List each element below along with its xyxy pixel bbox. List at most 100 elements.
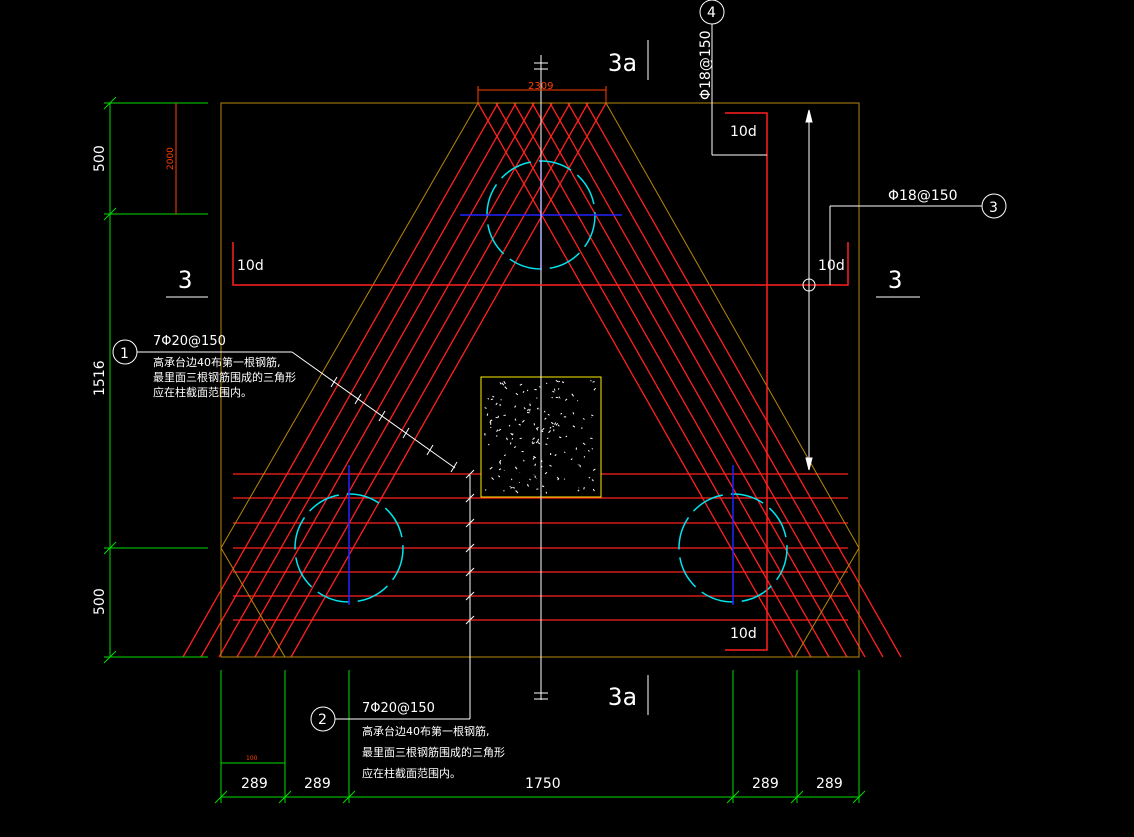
column-hatch-mark (531, 441, 534, 443)
callout-3-leader (829, 193, 1007, 285)
column-hatch-mark (484, 407, 487, 409)
column-hatch-mark (563, 478, 566, 480)
column-hatch-mark (545, 491, 548, 494)
column-hatch-mark (583, 456, 586, 458)
callout-2-tick (465, 543, 475, 553)
rebar-diagonal-right (531, 102, 848, 658)
anchor-10d-right: 10d (818, 258, 845, 274)
column-hatch-mark (529, 478, 531, 481)
column-hatch-mark (506, 437, 508, 441)
column-hatch-mark (570, 458, 573, 461)
column-hatch-mark (549, 426, 552, 429)
column-hatch-mark (593, 387, 596, 391)
column-hatch-mark (582, 417, 585, 420)
column-hatch-mark (572, 425, 576, 428)
column-hatch-mark (557, 424, 560, 427)
column-hatch-mark (588, 476, 591, 479)
column-hatch-mark (526, 484, 530, 487)
column-hatch-mark (550, 421, 554, 425)
column-hatch (484, 379, 596, 494)
column-hatch-mark (518, 423, 522, 426)
column-hatch-mark (549, 464, 552, 467)
column-hatch-mark (529, 403, 531, 407)
column-hatch-mark (558, 436, 562, 439)
column-hatch-mark (492, 395, 495, 398)
left-dimension-chain (103, 96, 208, 664)
column-hatch-mark (490, 426, 492, 429)
column-hatch-mark (486, 413, 489, 416)
column-hatch-mark (523, 407, 526, 410)
column-hatch-mark (533, 455, 537, 459)
callout-2-line-3: 应在柱截面范围内。 (362, 766, 461, 780)
section-3-right: 3 (888, 266, 902, 294)
column-hatch-mark (546, 437, 549, 440)
dim-bottom-small: 100 (246, 755, 258, 762)
column-hatch-mark (558, 380, 561, 383)
callout-1-tick (354, 393, 362, 405)
dim-bottom-3: 1750 (525, 776, 561, 792)
column-hatch-mark (544, 417, 547, 420)
column-hatch-mark (536, 428, 539, 431)
callout-1-ticks (330, 376, 458, 473)
callout-1-tick (426, 444, 434, 456)
dim-left-top: 500 (92, 145, 108, 172)
rebar-group (182, 102, 902, 658)
column-hatch-mark (534, 463, 537, 467)
column-hatch-mark (535, 440, 539, 444)
column-hatch-mark (587, 449, 590, 452)
column-hatch-mark (527, 408, 529, 412)
rebar-diagonal-right (567, 102, 884, 658)
column-hatch-mark (541, 427, 545, 431)
column-hatch-mark (554, 453, 557, 457)
anchor-10d-left: 10d (237, 258, 264, 274)
column-hatch-mark (537, 442, 541, 445)
callout-1-leader (112, 339, 456, 469)
column-hatch-mark (519, 383, 523, 386)
callout-2-ticks (465, 469, 475, 625)
column-hatch-mark (513, 446, 517, 449)
column-hatch-mark (519, 437, 522, 440)
column-hatch-mark (504, 386, 508, 390)
section-3a-bottom: 3a (608, 683, 637, 711)
column-hatch-mark (537, 438, 540, 442)
column-hatch-mark (503, 454, 506, 457)
rebar-diagonal-right (513, 102, 830, 658)
column-hatch-mark (552, 425, 555, 428)
column-hatch-mark (591, 448, 594, 450)
column-hatch-mark (582, 442, 586, 446)
column-hatch-mark (508, 424, 511, 427)
rebar-diagonal-left (200, 102, 517, 658)
rebar-diagonal-left (218, 102, 535, 658)
column-hatch-mark (503, 414, 506, 417)
column-hatch-mark (564, 398, 568, 401)
callout-1-spec: 7Φ20@150 (153, 334, 226, 349)
dim-left-middle: 1516 (92, 360, 108, 396)
column-hatch-mark (536, 407, 539, 410)
bottom-dimension-chain (214, 670, 866, 804)
column-hatch-mark (592, 488, 595, 492)
column-hatch-mark (543, 410, 546, 413)
rebar-diagonal-left (272, 102, 589, 658)
dim-bottom-2: 289 (304, 776, 331, 792)
callout-2-line-2: 最里面三根钢筋围成的三角形 (362, 745, 505, 759)
rebar-diagonal-right (585, 102, 902, 658)
column-hatch-mark (498, 428, 502, 432)
column-hatch-mark (532, 437, 535, 440)
column-hatch-mark (532, 457, 535, 460)
top-dimension (477, 86, 607, 103)
column-hatch-mark (554, 422, 557, 425)
callout-1-tick (450, 461, 458, 473)
dim-left-inner: 2000 (166, 147, 176, 170)
section-3-left: 3 (178, 266, 192, 294)
column-hatch-mark (592, 381, 595, 383)
column-hatch-mark (591, 479, 594, 482)
column-hatch-mark (572, 412, 575, 415)
callout-4-number: 4 (707, 5, 716, 21)
column-hatch-mark (489, 420, 492, 423)
callout-2-tick (465, 518, 475, 528)
column-hatch-mark (487, 397, 490, 400)
rebar-diagonal-right (477, 102, 794, 658)
column-hatch-mark (571, 393, 574, 397)
column-hatch-mark (590, 379, 592, 382)
column-hatch-mark (515, 490, 519, 494)
